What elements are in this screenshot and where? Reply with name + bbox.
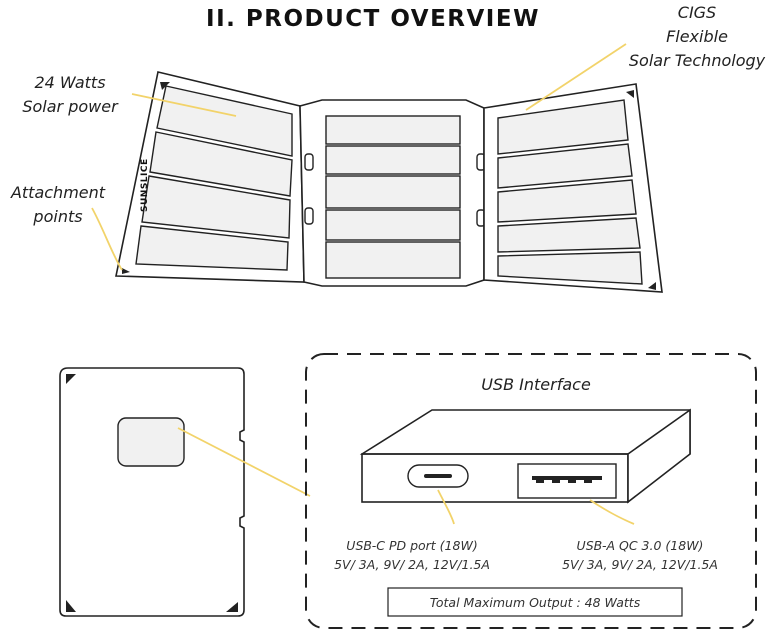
attachment-point-icon [648,282,656,290]
hinge-slot-icon [304,207,314,225]
folded-panel-back [59,367,311,617]
total-output: Total Maximum Output : 48 Watts [430,595,641,610]
usb-interface-box: USB Interface USB-C PD port (18W) 5V/ 3A… [305,353,757,629]
usb-a-title: USB-A QC 3.0 (18W) [577,538,704,553]
usb-c-port-icon [407,464,469,488]
usb-interface-heading: USB Interface [481,375,591,394]
usb-c-specs: 5V/ 3A, 9V/ 2A, 12V/1.5A [334,557,490,572]
svg-text:CIGS: CIGS [678,3,716,22]
page-title: II. PRODUCT OVERVIEW [206,6,540,32]
attachment-point-icon [626,90,634,98]
attachment-point-icon [122,268,130,274]
svg-text:Attachment: Attachment [10,183,106,202]
callout-solar-power: 24 Watts Solar power [22,73,237,117]
usb-pocket [117,417,185,467]
usb-module [359,408,691,504]
solar-panel-left: SUNSLICE [115,71,305,283]
callout-attachment-points: Attachment points [10,183,123,271]
solar-panel-right [483,83,663,293]
callout-cigs: CIGS Flexible Solar Technology [525,3,766,111]
usb-a-specs: 5V/ 3A, 9V/ 2A, 12V/1.5A [562,557,718,572]
svg-text:Solar Technology: Solar Technology [629,51,766,70]
svg-text:Solar power: Solar power [22,97,119,116]
brand-logo: SUNSLICE [140,158,150,212]
usb-a-port-icon [517,463,617,499]
usb-c-title: USB-C PD port (18W) [346,538,477,553]
svg-text:points: points [32,207,82,226]
solar-panel: SUNSLICE [115,71,663,293]
svg-text:Flexible: Flexible [666,27,728,46]
solar-panel-middle [299,99,486,287]
attachment-point-icon [160,82,170,90]
svg-text:24 Watts: 24 Watts [34,73,105,92]
hinge-slot-icon [304,153,314,171]
